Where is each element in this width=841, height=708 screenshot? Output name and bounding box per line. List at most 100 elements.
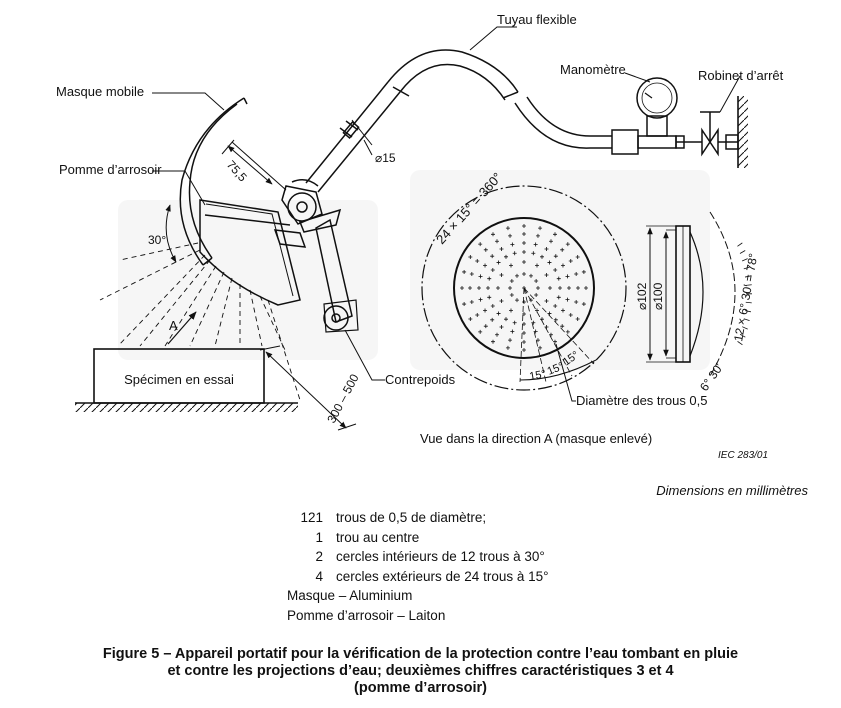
hole-mark — [538, 226, 543, 231]
hole-mark — [515, 298, 519, 303]
hole-mark — [522, 232, 526, 236]
legend-num: 2 — [315, 549, 323, 564]
hole-mark — [496, 260, 501, 265]
hole-mark — [522, 224, 526, 228]
hole-mark — [556, 295, 561, 300]
flexible-hose — [387, 49, 612, 149]
legend-num: 4 — [315, 568, 323, 584]
counterweight — [315, 218, 359, 333]
hole-mark — [581, 302, 586, 307]
hole-mark — [553, 339, 557, 344]
hole-mark — [575, 255, 580, 259]
hole-mark — [544, 247, 549, 252]
hole-mark — [512, 251, 517, 256]
hole-mark — [549, 332, 553, 337]
deg15-label-2: 15° — [546, 360, 566, 377]
hole-mark — [531, 320, 536, 325]
arc78-label: 12 × 6° 30′ = 78° — [731, 252, 760, 343]
contrepoids-label: Contrepoids — [385, 372, 456, 387]
arc-tick — [737, 242, 743, 247]
watermark — [118, 170, 710, 370]
callout-leaders — [152, 26, 741, 402]
hole-mark — [547, 260, 552, 265]
hole-mark — [499, 299, 504, 303]
deg15-label-1: 15° — [528, 368, 546, 383]
hole-mark — [509, 308, 513, 313]
hole-mark — [505, 226, 510, 231]
direction-a-arrow — [167, 311, 197, 345]
legend-pomme: Pomme d’arrosoir – Laiton — [287, 607, 446, 623]
figure-caption: Figure 5 – Appareil portatif pour la vér… — [0, 646, 841, 697]
hole-mark — [508, 286, 512, 290]
hole-mark — [491, 339, 495, 344]
robinet-label: Robinet d’arrêt — [698, 68, 784, 83]
figure-drawing: Spécimen en essai — [56, 12, 784, 461]
hole-mark — [469, 272, 474, 277]
hole-mark — [540, 254, 544, 259]
tuyau-label: Tuyau flexible — [497, 12, 577, 27]
angle-30 — [165, 204, 177, 263]
hole-mark — [490, 254, 495, 259]
hole-mark — [553, 268, 558, 272]
arc-tick — [745, 284, 752, 286]
manometre-label: Manomètre — [560, 62, 626, 77]
masque-label: Masque mobile — [56, 84, 144, 99]
legend-num: 121 — [300, 510, 323, 525]
hole-mark — [468, 317, 473, 321]
hole-mark — [496, 311, 501, 316]
shower-head — [199, 179, 342, 306]
hole-mark — [512, 320, 517, 325]
hole-mark — [535, 233, 540, 238]
hole-mark — [522, 300, 526, 304]
caption-line-2: et contre les projections d’eau; deuxièm… — [167, 663, 674, 679]
hole-mark — [547, 311, 552, 316]
sprinkler-face — [453, 217, 595, 359]
hole-mark — [558, 286, 562, 290]
hole-mark — [534, 279, 539, 283]
angle-30-label: 30° — [148, 233, 166, 247]
hole-mark — [565, 242, 570, 247]
specimen-label: Spécimen en essai — [124, 372, 234, 387]
hole-mark — [553, 304, 558, 308]
arc-tick — [739, 250, 746, 254]
hole-mark — [560, 263, 565, 268]
hole-mark — [490, 317, 495, 322]
hole-mark — [522, 241, 526, 245]
hole-mark — [460, 286, 464, 290]
hole-mark — [478, 242, 483, 247]
hole-mark — [483, 324, 488, 329]
hole-mark — [522, 312, 526, 316]
dimension-d15 — [351, 119, 373, 156]
outer-circle — [421, 185, 627, 391]
pomme-label: Pomme d’arrosoir — [59, 162, 162, 177]
arc-tick — [743, 318, 750, 321]
arc-tick — [741, 258, 748, 262]
hole-mark — [462, 269, 467, 274]
hole-mark — [538, 345, 543, 350]
hole-mark — [553, 232, 557, 237]
hole-mark — [487, 276, 492, 281]
arc-tick — [737, 341, 743, 346]
movable-mask — [179, 97, 248, 266]
hole-mark — [553, 317, 558, 322]
hole-mark — [490, 268, 495, 272]
hole-mark — [508, 338, 513, 343]
hole-mark — [533, 329, 538, 334]
hole-mark — [544, 273, 549, 277]
hole-mark — [576, 286, 580, 290]
pipe — [305, 81, 401, 193]
arc-tick — [744, 275, 751, 278]
specimen-box — [93, 348, 265, 404]
hole-pattern — [460, 224, 588, 352]
hole-mark — [483, 263, 488, 268]
hole-mark — [478, 329, 483, 334]
hole-mark — [509, 279, 514, 283]
dim-300-500-label: 300 – 500 — [324, 371, 362, 425]
legend-num: 1 — [315, 529, 323, 545]
hole-mark — [556, 276, 561, 281]
hole-mark — [560, 308, 565, 313]
arc-tick — [743, 266, 750, 270]
hole-mark — [574, 272, 579, 277]
